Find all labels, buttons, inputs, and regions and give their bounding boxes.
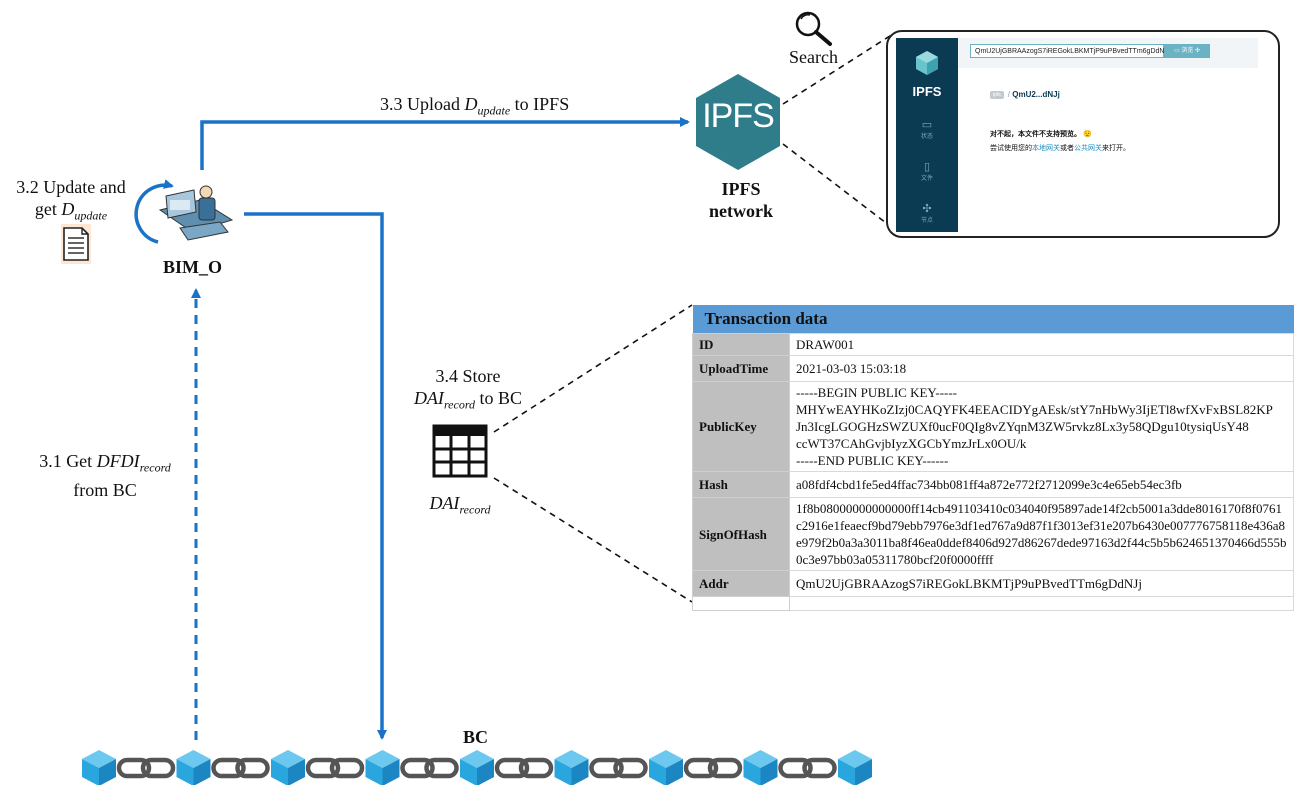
block-cube-icon bbox=[554, 750, 589, 785]
field-key: SignOfHash bbox=[692, 497, 790, 571]
block-cube-icon bbox=[271, 750, 305, 785]
node-icon: ✣ bbox=[1193, 48, 1201, 54]
update-cycle-arrow bbox=[134, 179, 174, 244]
chain-link-icon bbox=[778, 757, 837, 779]
preview-unsupported-message: 对不起，本文件不支持预览。 😟 尝试使用您的本地网关或者公共网关来打开。 bbox=[990, 131, 1130, 152]
monitor-icon: ▭ bbox=[921, 119, 933, 131]
browse-button[interactable]: ▭ 浏览 ✣ bbox=[1164, 44, 1210, 58]
step-3-4-label: 3.4 Store DAIrecord to BC bbox=[413, 366, 523, 412]
block-cube-icon bbox=[460, 750, 494, 785]
bim-o-label: BIM_O bbox=[163, 257, 223, 277]
bim-o-computer-icon bbox=[158, 185, 234, 241]
chain-link-icon bbox=[683, 757, 743, 779]
table-row: PublicKey-----BEGIN PUBLIC KEY----- MHYw… bbox=[692, 381, 1294, 472]
ipfs-hexagon-icon bbox=[696, 74, 780, 170]
transaction-table-title: Transaction data bbox=[692, 305, 1294, 334]
ipfs-callout-line-bottom bbox=[782, 143, 891, 227]
table-icon bbox=[432, 424, 488, 478]
ipfs-cube-icon bbox=[916, 51, 938, 75]
step-3-1-label: 3.1 Get DFDIrecord from BC bbox=[39, 451, 171, 500]
chain-link-icon bbox=[305, 757, 365, 779]
field-key: UploadTime bbox=[692, 355, 790, 382]
ipfs-callout-line-top bbox=[782, 33, 894, 105]
search-icon bbox=[795, 11, 832, 46]
table-row bbox=[692, 596, 1294, 611]
ipfs-path-search-input[interactable]: QmU2UjGBRAAzogS7iREGokLBKMTjP9uPBvedTTm6… bbox=[970, 44, 1170, 58]
block-cube-icon bbox=[743, 750, 778, 785]
document-icon bbox=[61, 224, 91, 264]
local-gateway-link[interactable]: 本地网关 bbox=[1032, 145, 1060, 152]
field-value: -----BEGIN PUBLIC KEY----- MHYwEAYHKoZIz… bbox=[789, 381, 1294, 472]
nav-status[interactable]: ▭ 状态 bbox=[896, 118, 958, 140]
step-3-3-label: 3.3 Upload Dupdate to IPFS bbox=[380, 94, 570, 118]
field-value: 2021-03-03 15:03:18 bbox=[789, 355, 1294, 382]
chain-link-icon bbox=[589, 757, 648, 779]
file-icon: ▯ bbox=[923, 161, 931, 173]
field-key: Addr bbox=[692, 570, 790, 597]
block-cube-icon bbox=[82, 750, 116, 785]
field-key: Hash bbox=[692, 471, 790, 498]
field-value: 1f8b08000000000000ff14cb491103410c034040… bbox=[789, 497, 1294, 571]
nav-files[interactable]: ▯ 文件 bbox=[896, 160, 958, 182]
block-cube-icon bbox=[176, 750, 211, 785]
tx-callout-line-bottom bbox=[493, 477, 693, 603]
ipfs-webui-screenshot: IPFS ▭ 状态 ▯ 文件 ✣ 节点 QmU2UjGBRAAzogS7iREG… bbox=[886, 30, 1280, 238]
chain-link-icon bbox=[400, 757, 459, 779]
chain-link-icon bbox=[494, 757, 554, 779]
field-value bbox=[789, 596, 1294, 611]
field-key: PublicKey bbox=[692, 381, 790, 472]
chain-link-icon bbox=[211, 757, 270, 779]
chain-link-icon bbox=[116, 757, 176, 779]
public-gateway-link[interactable]: 公共网关 bbox=[1074, 145, 1102, 152]
bc-label: BC bbox=[463, 727, 489, 747]
search-label: Search bbox=[789, 47, 838, 67]
network-icon: ✣ bbox=[922, 203, 932, 215]
ipfs-webui-logo-text: IPFS bbox=[912, 84, 942, 99]
nav-peers[interactable]: ✣ 节点 bbox=[896, 202, 958, 224]
field-key: ID bbox=[692, 333, 790, 356]
store-arrow bbox=[244, 212, 387, 740]
block-cube-icon bbox=[365, 750, 400, 785]
field-value: QmU2UjGBRAAzogS7iREGokLBKMTjP9uPBvedTTm6… bbox=[789, 570, 1294, 597]
block-cube-icon bbox=[649, 750, 683, 785]
dai-record-label: DAIrecord bbox=[429, 493, 491, 517]
ipfs-logo-text: IPFS bbox=[702, 97, 775, 135]
ipfs-webui-sidebar: IPFS ▭ 状态 ▯ 文件 ✣ 节点 bbox=[896, 38, 958, 232]
block-cube-icon bbox=[838, 750, 872, 785]
ipfs-network-label: IPFS network bbox=[709, 179, 773, 221]
field-key bbox=[692, 596, 790, 611]
field-value: a08fdf4cbd1fe5ed4ffac734bb081ff4a872e772… bbox=[789, 471, 1294, 498]
browse-icon: ▭ bbox=[1173, 48, 1182, 54]
field-value: DRAW001 bbox=[789, 333, 1294, 356]
breadcrumb: ipfs/ QmU2...dNJj bbox=[990, 90, 1060, 99]
upload-arrow bbox=[200, 117, 690, 170]
step-3-2-label: 3.2 Update and get Dupdate bbox=[16, 177, 126, 223]
blockchain bbox=[82, 750, 872, 785]
